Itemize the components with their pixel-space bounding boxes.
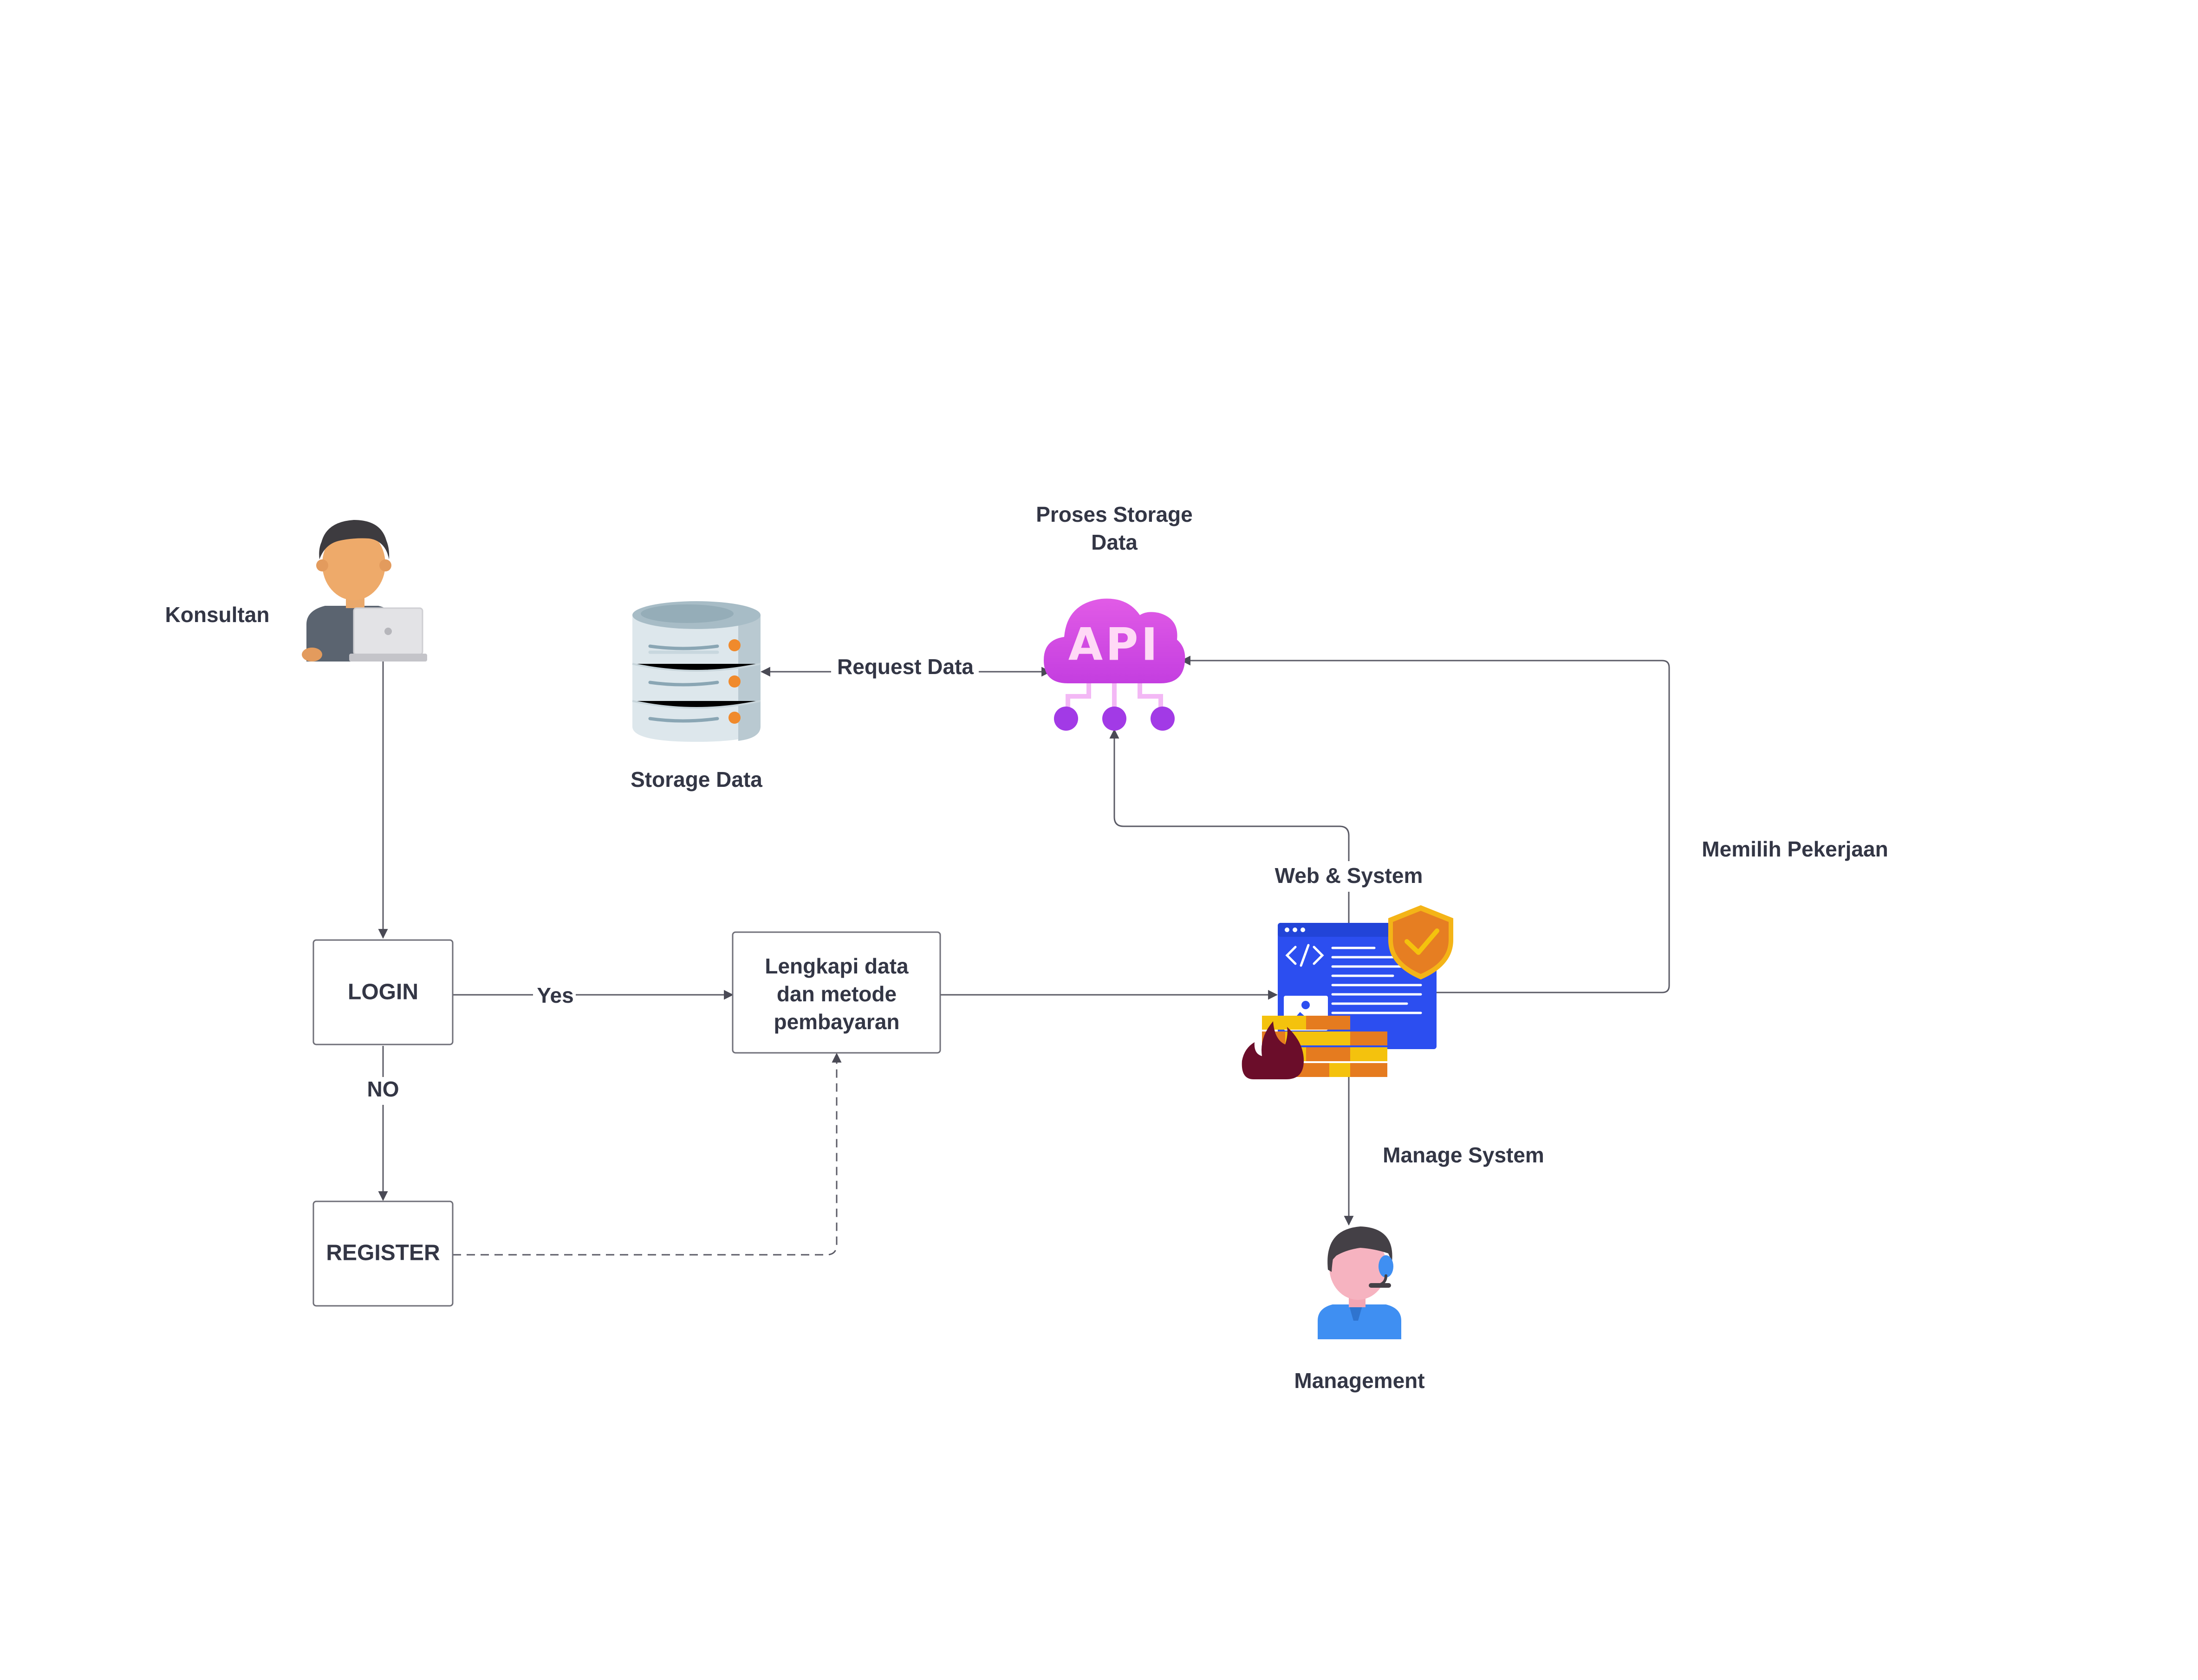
management-label: Management	[1294, 1369, 1424, 1393]
manage-system-label: Manage System	[1383, 1143, 1544, 1167]
no-label: NO	[367, 1077, 399, 1101]
web-system-label: Web & System	[1275, 863, 1423, 888]
database-icon	[632, 601, 761, 742]
register-label: REGISTER	[326, 1241, 440, 1265]
request-data-label: Request Data	[837, 655, 974, 679]
login-box[interactable]: LOGIN	[312, 939, 454, 1045]
lengkapi-label-line2: dan metode	[777, 982, 897, 1006]
lengkapi-label-line3: pembayaran	[774, 1010, 899, 1034]
api-cloud-icon: API	[1044, 598, 1185, 731]
proses-storage-label-line2: Data	[1091, 530, 1138, 554]
register-box[interactable]: REGISTER	[312, 1200, 454, 1307]
api-badge-text: API	[1068, 618, 1160, 670]
edge-web-api	[1109, 728, 1350, 924]
login-label: LOGIN	[348, 980, 418, 1005]
yes-label: Yes	[537, 983, 573, 1007]
management-headset-person-icon	[1318, 1226, 1401, 1339]
edge-register-lengkapi	[453, 1052, 842, 1256]
memilih-pekerjaan-label: Memilih Pekerjaan	[1702, 837, 1888, 861]
lengkapi-label-line1: Lengkapi data	[765, 954, 909, 978]
konsultan-label: Konsultan	[165, 603, 270, 627]
konsultan-person-laptop-icon	[302, 520, 427, 662]
storage-data-label: Storage Data	[631, 767, 762, 791]
lengkapi-box[interactable]: Lengkapi data dan metode pembayaran	[732, 931, 941, 1054]
web-system-firewall-icon	[1242, 905, 1453, 1079]
proses-storage-label-line1: Proses Storage	[1036, 502, 1192, 526]
edge-web-api-memilih	[1180, 655, 1670, 993]
